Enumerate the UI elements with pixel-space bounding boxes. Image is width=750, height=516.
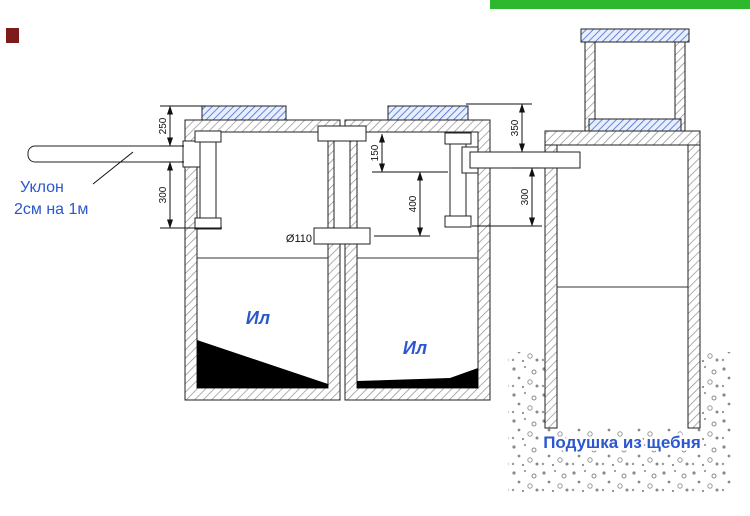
outlet-pipe [469, 151, 581, 169]
well-neck-right-wall [674, 41, 686, 132]
dim-400: 400 [408, 195, 419, 212]
overflow-pipe-assembly [313, 125, 371, 245]
well-neck-left-wall [584, 41, 596, 132]
sludge-label-tank1: Ил [246, 308, 270, 328]
dim-250: 250 [158, 117, 169, 134]
green-bar [490, 0, 750, 9]
well-top-cap [580, 28, 690, 43]
dimension-texts: 250 300 150 400 350 300 Ø110 [158, 117, 531, 245]
outlet-tee-top [444, 132, 472, 145]
dim-300-left: 300 [158, 186, 169, 203]
dim-300-right: 300 [520, 188, 531, 205]
tank1-sludge [197, 340, 328, 388]
well-left-wall [544, 144, 558, 429]
overflow-bottom-collar [313, 227, 371, 245]
sludge-label-tank2: Ил [403, 338, 427, 358]
tank1-lid [201, 105, 287, 121]
inlet-tee-bottom [194, 217, 222, 230]
drainage-well [544, 28, 701, 429]
outlet-tee-bottom [444, 215, 472, 228]
slope-label-line2: 2см на 1м [14, 201, 88, 218]
outlet-pipe-assembly [444, 132, 581, 228]
gravel-cushion-label: Подушка из щебня [543, 433, 701, 452]
dimension-lines [92, 103, 542, 237]
red-marker [6, 28, 19, 43]
inlet-tee-top [194, 130, 222, 143]
well-neck-interior [595, 42, 675, 131]
inlet-pipe-assembly [27, 130, 222, 230]
well-top-slab [544, 130, 701, 146]
tank1-interior [196, 131, 329, 389]
overflow-top-collar [317, 125, 367, 142]
slope-label-line1: Уклон [20, 179, 64, 196]
inlet-pipe [27, 145, 189, 163]
well-inner-lid [588, 118, 682, 132]
annotation-labels: Уклон 2см на 1м Ил Ил Подушка из щебня [14, 179, 703, 455]
pipe-diameter-label: Ø110 [286, 233, 312, 245]
overflow-pipe-body [333, 127, 351, 245]
well-right-wall [687, 144, 701, 429]
dim-150: 150 [370, 144, 381, 161]
inlet-tee-socket [182, 140, 203, 168]
inlet-tee-body [199, 141, 217, 219]
slope-leader-line [92, 151, 134, 185]
tank2-sludge [357, 368, 478, 388]
dim-350: 350 [510, 119, 521, 136]
tank2-lid [387, 105, 469, 121]
